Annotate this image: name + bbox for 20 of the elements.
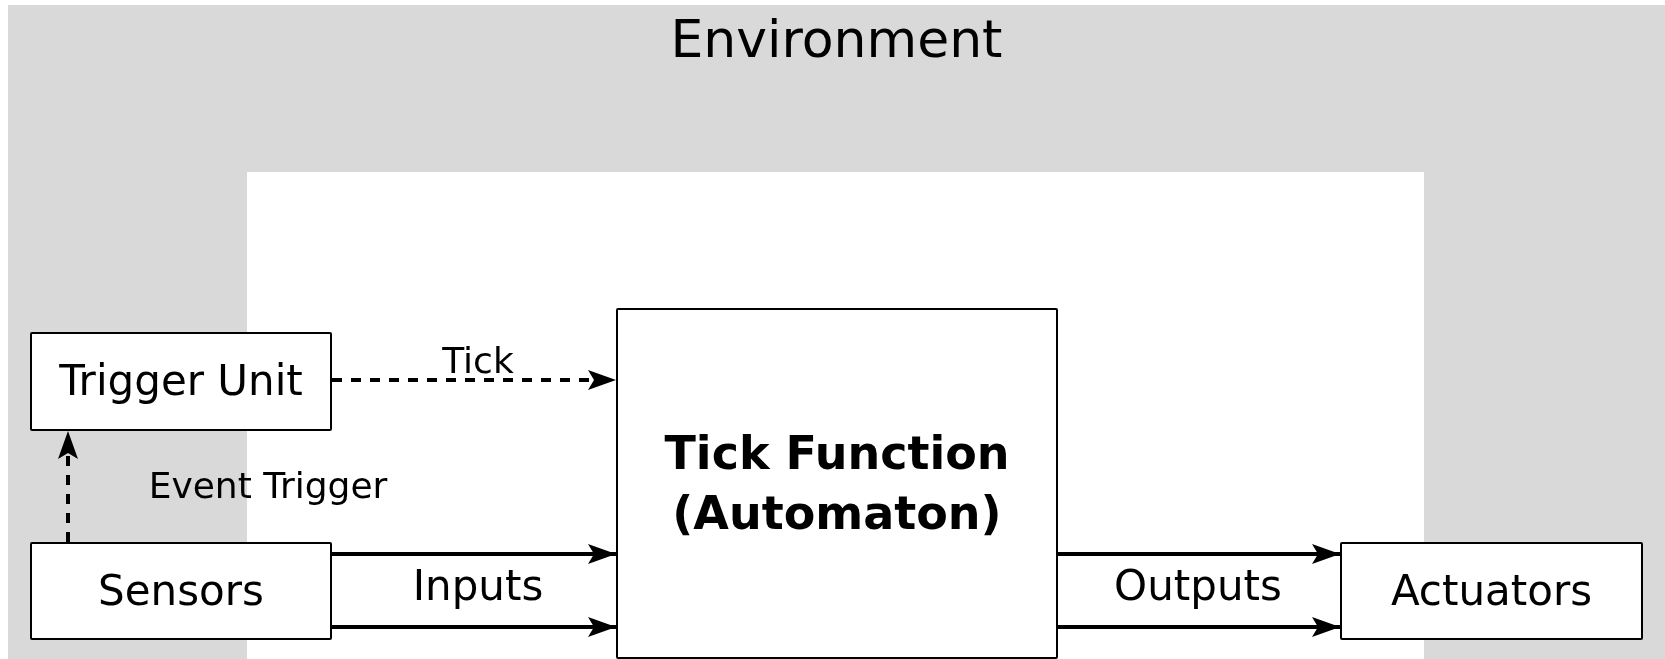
process-box	[30, 332, 332, 431]
arrow	[332, 370, 616, 390]
process-box	[30, 542, 332, 640]
arrow	[332, 544, 616, 564]
process-box	[616, 308, 1058, 659]
arrow	[1058, 544, 1340, 564]
edge-label: Inputs	[412, 560, 544, 610]
box-label: Sensors	[97, 564, 265, 617]
box-label: Tick Function (Automaton)	[663, 424, 1011, 542]
edge-label: Event Trigger	[148, 464, 388, 506]
edge-label: Outputs	[1114, 560, 1282, 610]
arrow	[1058, 617, 1340, 637]
region-title: Environment	[670, 9, 1003, 69]
process-box	[1340, 542, 1643, 640]
environment-region	[8, 5, 1665, 659]
edge-label: Tick	[442, 339, 514, 381]
arrow	[332, 617, 616, 637]
arrow	[58, 431, 78, 542]
box-label: Actuators	[1389, 564, 1594, 617]
box-label: Trigger Unit	[58, 355, 304, 408]
